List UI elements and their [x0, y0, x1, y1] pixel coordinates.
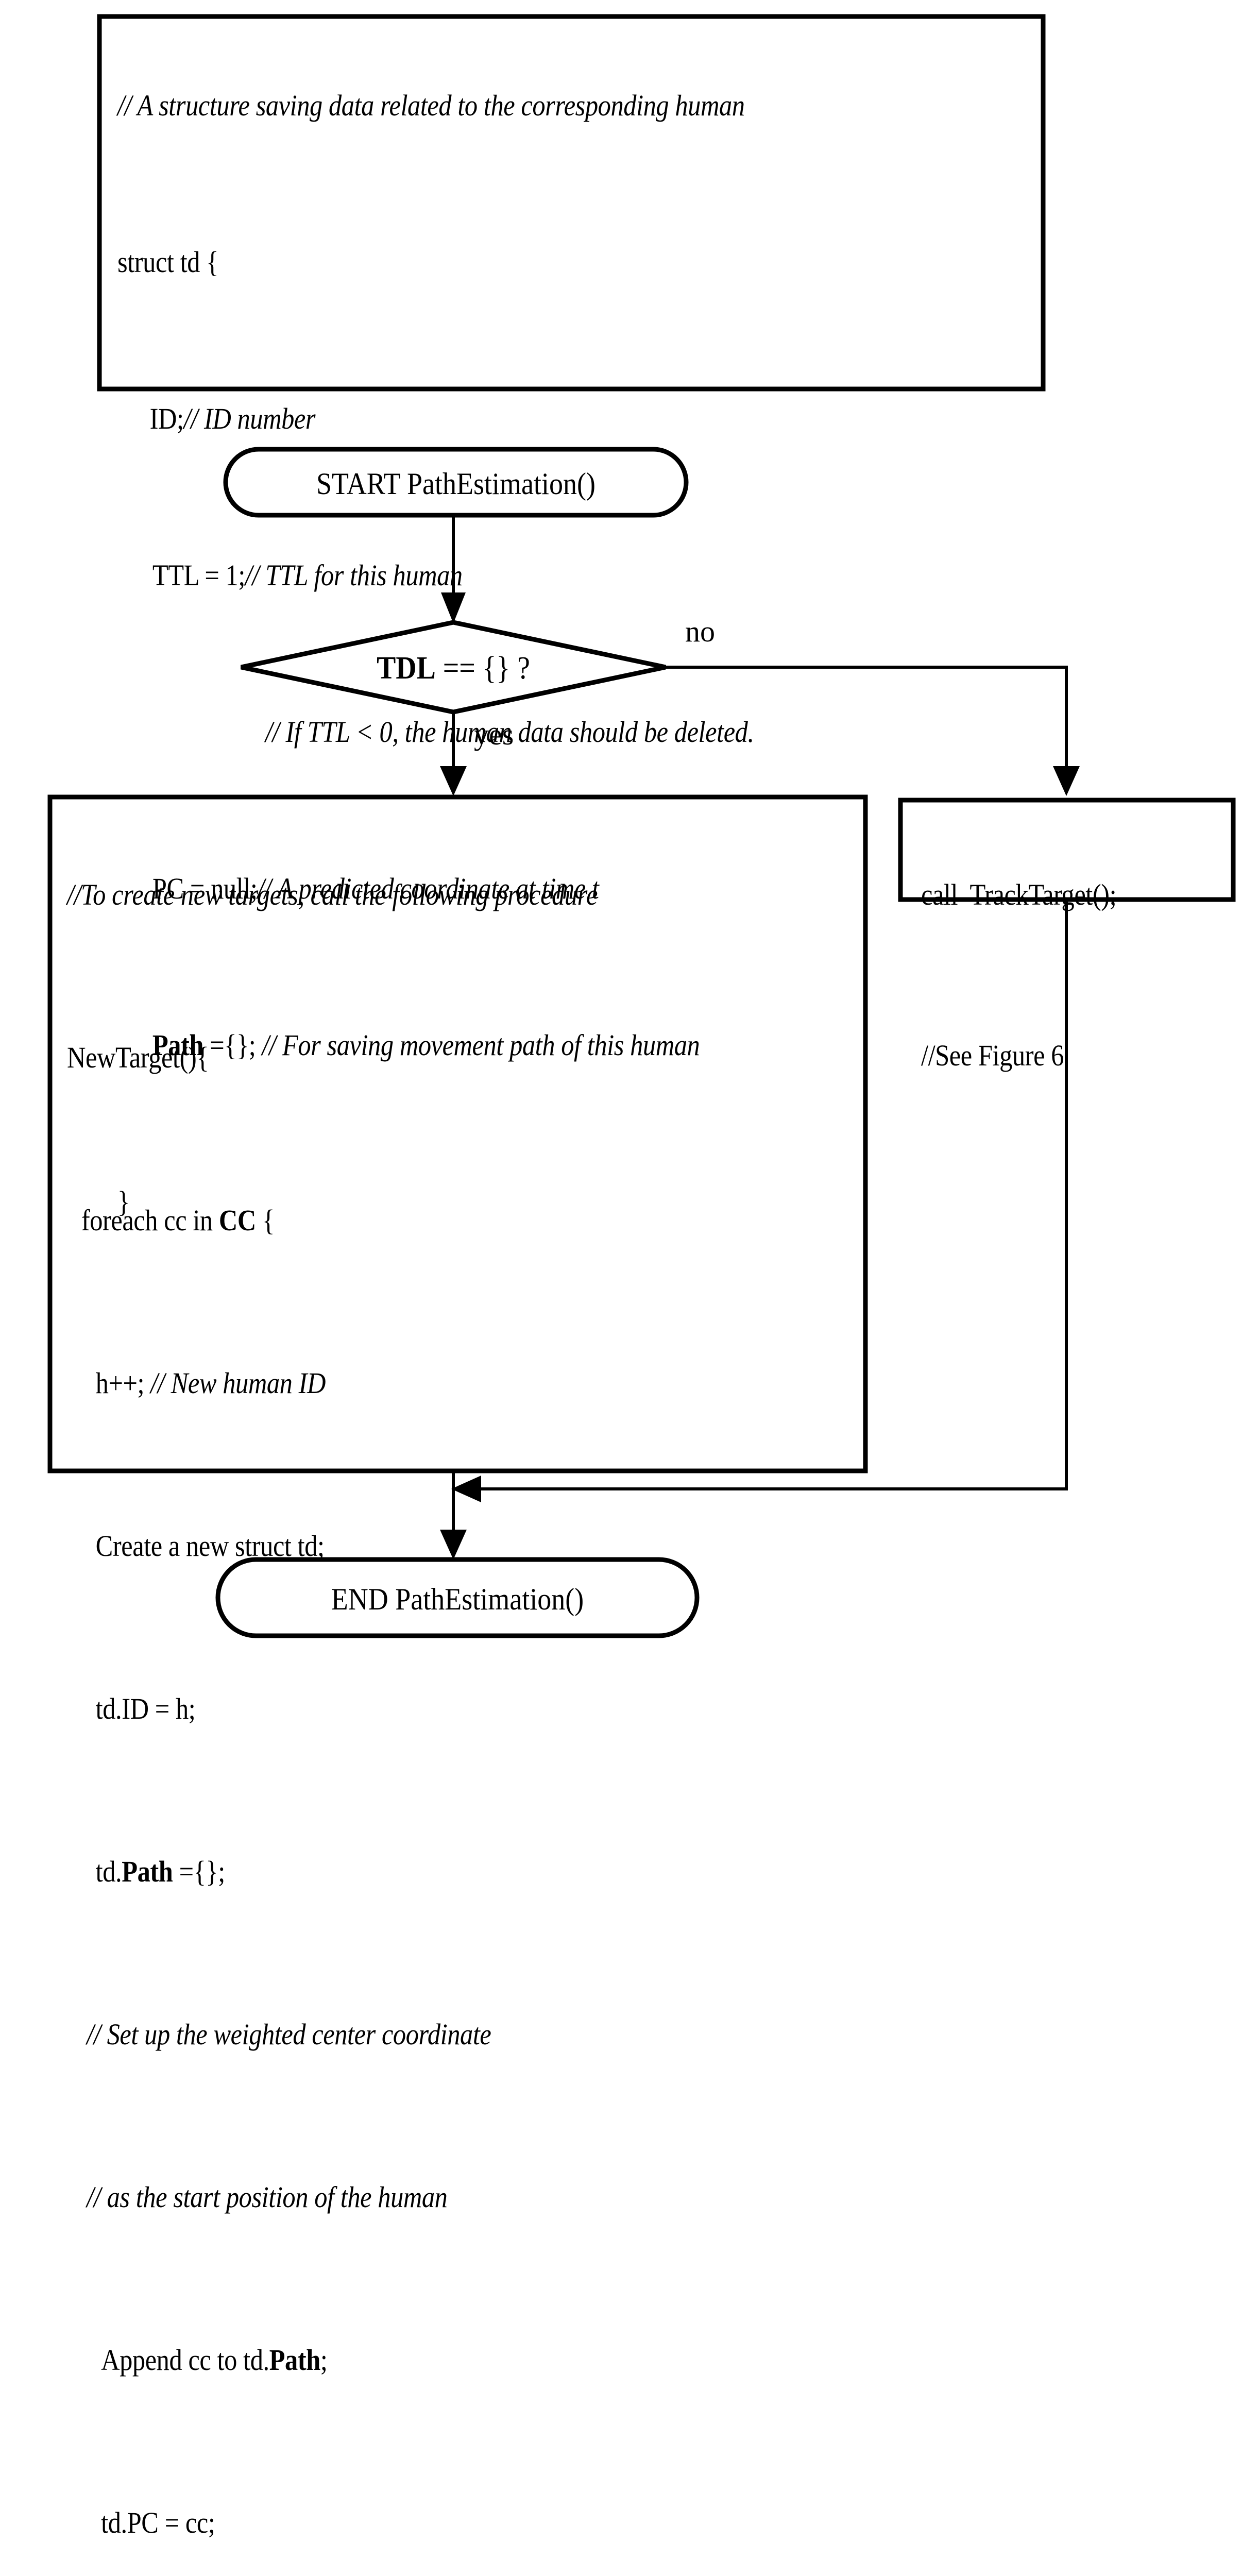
flowchart-canvas: // A structure saving data related to th…: [47, 14, 1236, 2538]
arrowhead-yes-into-newtarget-box: [440, 766, 467, 796]
arrowhead-into-end: [440, 1530, 467, 1560]
arrowhead-no-into-track-box: [1053, 766, 1080, 796]
arrowhead-start-to-decision: [441, 592, 466, 623]
newtarget-line-note2: // as the start position of the human: [87, 2180, 448, 2214]
newtarget-line-setpath: td.Path ={};: [95, 1855, 226, 1888]
newtarget-line-setpc: td.PC = cc;: [101, 2506, 215, 2539]
newtarget-line-appendcc: Append cc to td.Path;: [101, 2343, 328, 2377]
decision-diamond-shape: [241, 620, 666, 715]
tracktarget-call-box: [898, 798, 1236, 902]
newtarget-procedure-box: [47, 794, 868, 1473]
arrowhead-merge-left: [451, 1476, 481, 1502]
end-terminator-shape: [215, 1557, 700, 1638]
start-terminator-shape: [223, 447, 689, 518]
flowchart-shapes: [47, 14, 1236, 1638]
newtarget-line-setid: td.ID = h;: [95, 1692, 196, 1725]
struct-definition-box: [97, 14, 1046, 392]
newtarget-line-note1: // Set up the weighted center coordinate: [87, 2018, 491, 2051]
